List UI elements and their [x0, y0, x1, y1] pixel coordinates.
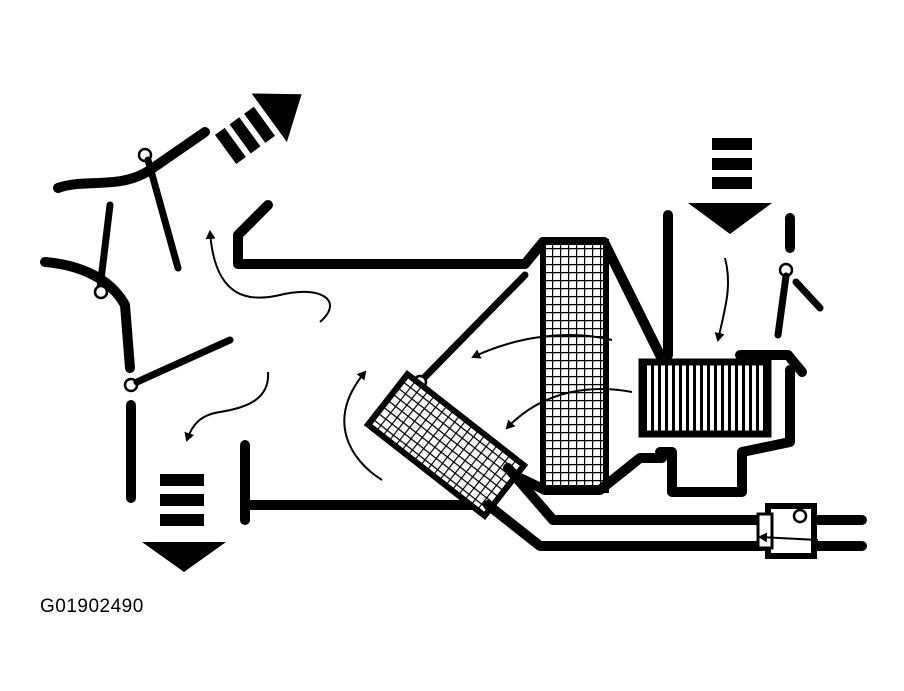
- evaporator-core: [540, 239, 609, 493]
- fresh-air-intake-arrow-icon: [688, 138, 772, 234]
- pivot-icon: [792, 508, 808, 524]
- defrost-door: [137, 147, 182, 272]
- evaporator-lower-housing: [515, 453, 667, 495]
- pivot-icon: [93, 284, 109, 300]
- airflow-arrows: [184, 230, 730, 481]
- mode-door: [123, 336, 234, 503]
- blower-wheel: [638, 358, 772, 438]
- blower-assembly: [638, 210, 824, 497]
- heater-core: [363, 370, 529, 520]
- defrost-discharge-arrow-icon: [214, 93, 302, 165]
- lower-housing-wall: [240, 440, 493, 525]
- floor-outlet-arrow-icon: [142, 474, 226, 572]
- water-valve: [756, 503, 819, 559]
- figure-id-label: G01902490: [40, 596, 144, 617]
- defrost-outlet-duct: [40, 127, 210, 373]
- blend-door: [412, 271, 529, 390]
